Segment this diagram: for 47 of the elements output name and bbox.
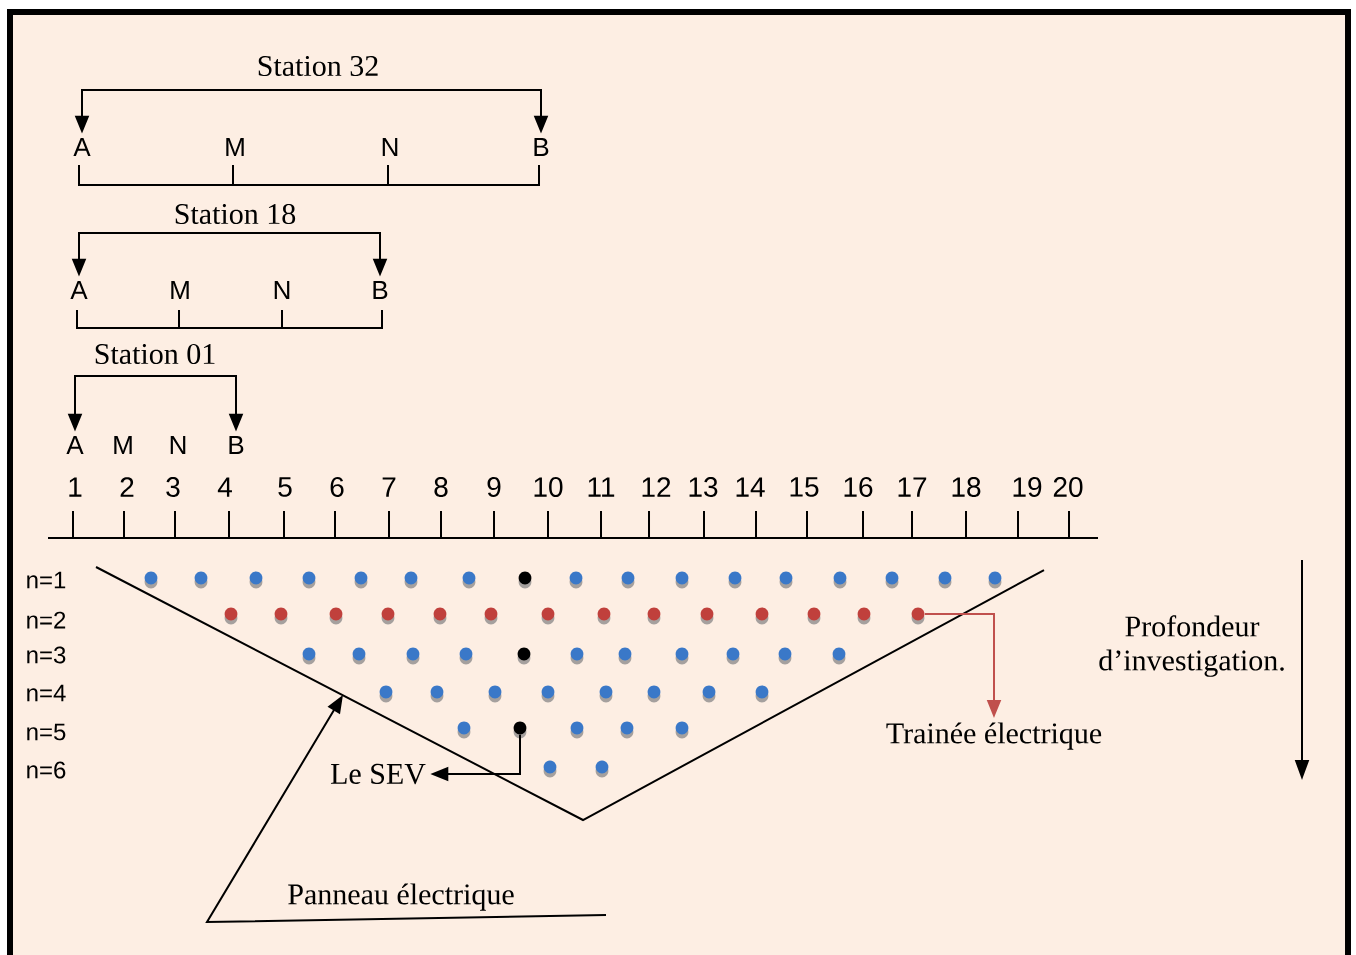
callout-text: Le SEV — [331, 763, 426, 785]
electrode-number: 9 — [487, 477, 501, 497]
electrode-label: B — [229, 436, 244, 454]
station-title: Station 32 — [258, 55, 378, 77]
electrode-number: 12 — [642, 477, 671, 497]
electrode-number: 7 — [382, 477, 396, 497]
measurement-dot — [911, 607, 925, 625]
electrode-number: 18 — [952, 477, 981, 497]
electrode-number: 3 — [166, 477, 180, 497]
electrode-number: 15 — [790, 477, 819, 497]
station-title: Station 18 — [175, 203, 296, 225]
electrode-number: 1 — [69, 477, 82, 497]
measurement-dot — [513, 721, 527, 739]
depth-level-label: n=2 — [27, 611, 66, 629]
depth-caption: Profondeur d’investigation. — [1099, 615, 1284, 677]
electrode-label: A — [66, 436, 84, 454]
electrode-number: 16 — [844, 477, 873, 497]
electrode-label: M — [171, 281, 189, 299]
electrode-number: 13 — [689, 477, 718, 497]
electrode-label: M — [226, 138, 244, 156]
depth-level-label: n=4 — [27, 684, 66, 702]
electrode-number: 5 — [278, 477, 292, 497]
electrode-number: 2 — [120, 477, 134, 497]
electrode-label: B — [373, 281, 388, 299]
depth-level-label: n=6 — [27, 761, 66, 779]
electrode-number: 11 — [588, 477, 615, 497]
electrode-label: B — [534, 138, 549, 156]
electrode-number: 8 — [434, 477, 448, 497]
callout-text: Panneau électrique — [288, 883, 514, 911]
electrode-number: 4 — [217, 477, 232, 497]
electrode-number: 20 — [1053, 477, 1083, 497]
electrode-number: 17 — [898, 477, 927, 497]
electrode-number: 6 — [330, 477, 344, 497]
electrode-label: N — [382, 138, 398, 156]
depth-level-label: n=5 — [27, 723, 66, 741]
electrode-label: M — [114, 436, 132, 454]
electrode-label: A — [73, 138, 91, 156]
electrode-number: 19 — [1013, 477, 1042, 497]
electrode-number: 10 — [534, 477, 563, 497]
depth-level-label: n=1 — [27, 571, 66, 589]
electrode-label: A — [70, 281, 88, 299]
electrode-number: 14 — [736, 477, 765, 497]
electrode-label: N — [170, 436, 186, 454]
callout-text: Trainée électrique — [886, 722, 1102, 750]
electrode-label: N — [274, 281, 290, 299]
station-title: Station 01 — [95, 343, 215, 365]
depth-level-label: n=3 — [27, 646, 66, 664]
